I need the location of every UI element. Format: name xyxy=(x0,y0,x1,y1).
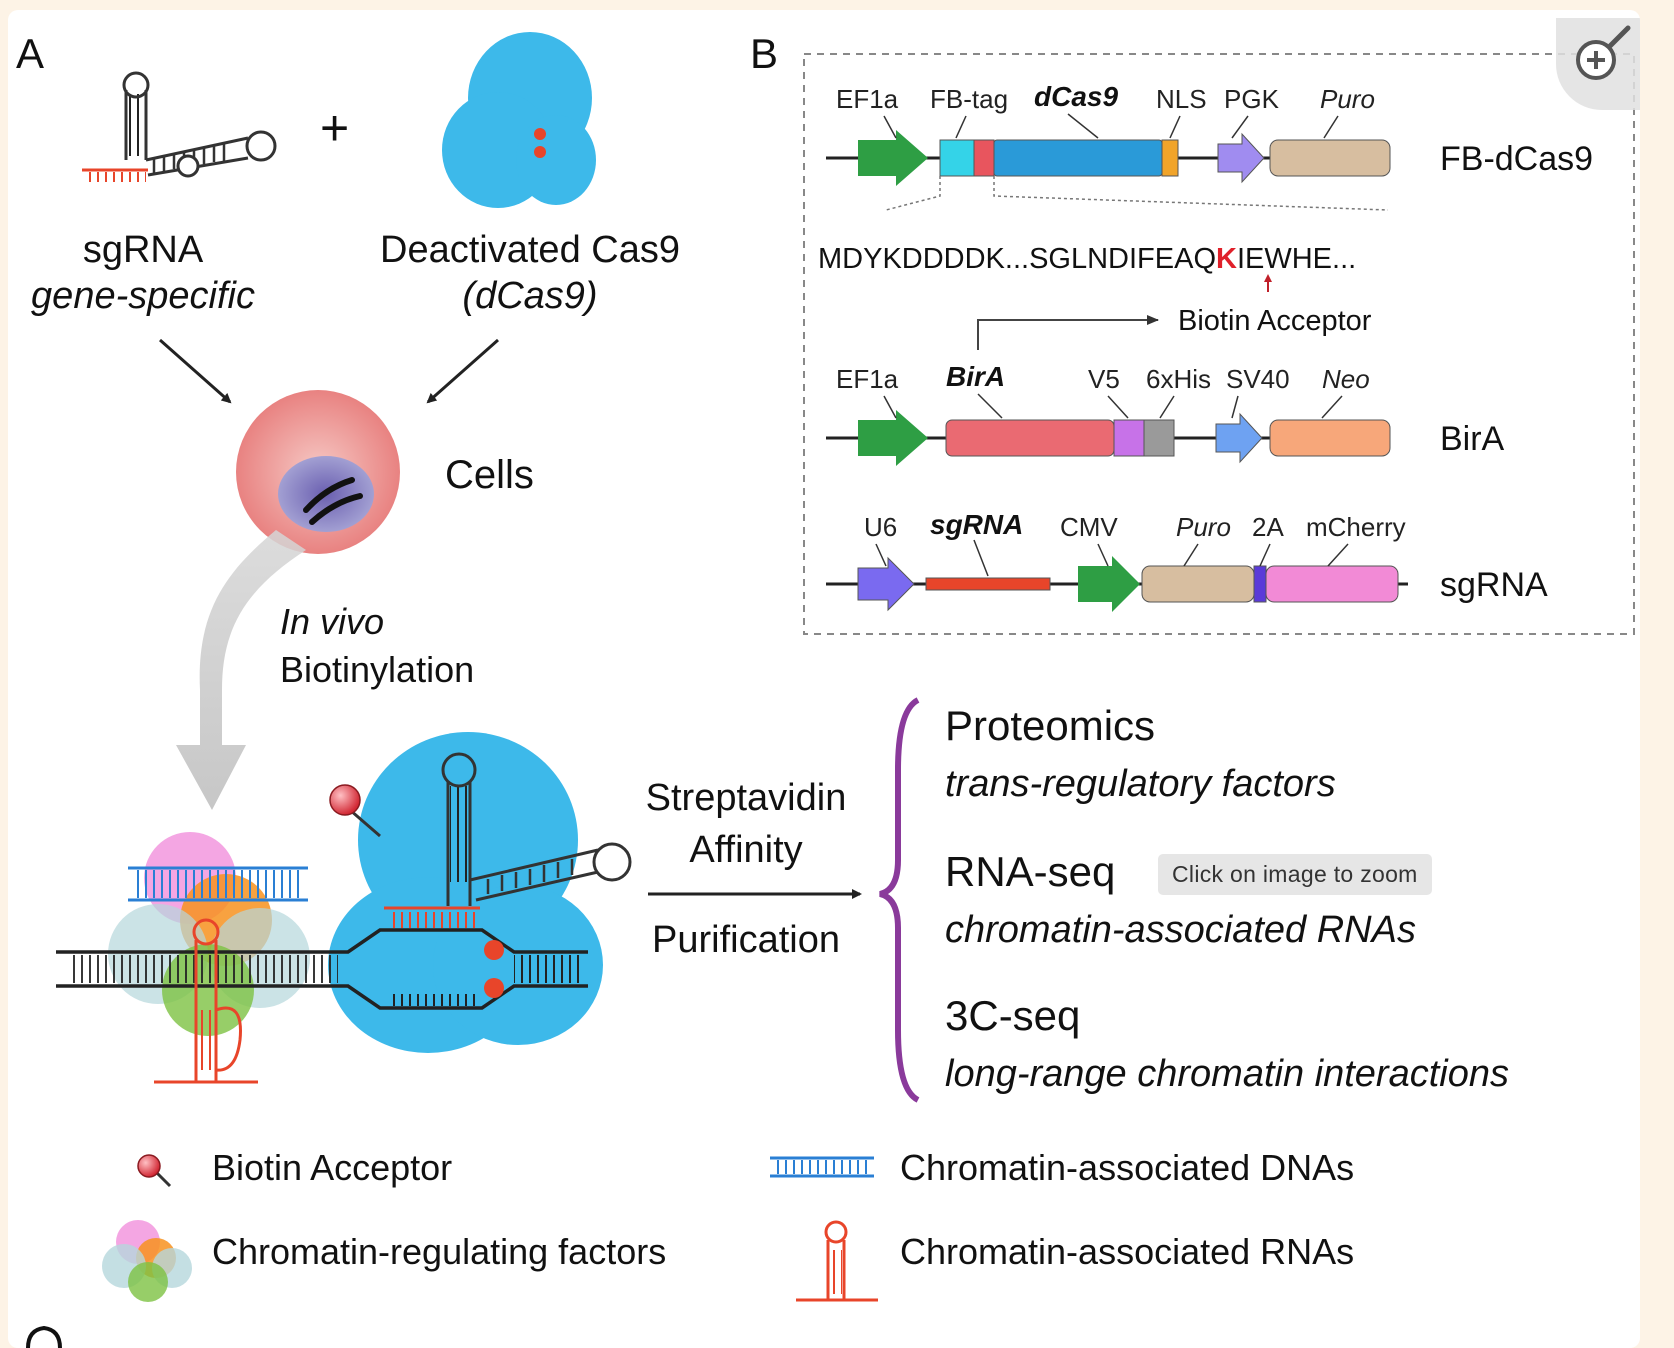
zoom-in-icon xyxy=(1576,25,1631,80)
peptide-sequence: MDYKDDDDK...SGLNDIFEAQKIEWHE... xyxy=(818,243,1356,275)
c2-neo: Neo xyxy=(1322,364,1370,394)
c2-sv40: SV40 xyxy=(1226,364,1290,394)
c3-u6: U6 xyxy=(864,512,897,542)
zoom-line-left xyxy=(885,176,941,211)
legend-chromatin-factors: Chromatin-regulating factors xyxy=(212,1231,666,1272)
figure-card[interactable]: A + sgRNA gene-specific Deactivated Cas9… xyxy=(8,10,1640,1348)
streptavidin-line3: Purification xyxy=(652,919,840,961)
c1-ef1a: EF1a xyxy=(836,84,899,114)
biotinylation-line1: In vivo xyxy=(280,601,384,642)
arrow-dcas9-to-cell xyxy=(426,338,499,404)
c1-puro: Puro xyxy=(1320,84,1375,114)
zoom-line-right xyxy=(993,176,1389,211)
c1-dcas9: dCas9 xyxy=(1034,81,1118,112)
sgrna-title: sgRNA xyxy=(83,229,204,271)
cells-label: Cells xyxy=(445,453,534,497)
construct-bira xyxy=(826,393,1391,466)
c2-ef1a: EF1a xyxy=(836,364,899,394)
panel-a-label: A xyxy=(16,30,44,77)
zoom-button[interactable] xyxy=(1556,18,1640,110)
birA-to-acceptor-arrow xyxy=(977,315,1159,350)
construct-fb-dcas9 xyxy=(826,113,1391,186)
arrow-sgrna-to-cell xyxy=(159,338,232,404)
output-proteomics-title: Proteomics xyxy=(945,702,1155,749)
c2-v5: V5 xyxy=(1088,364,1120,394)
chromatin-factors-legend-icon xyxy=(102,1220,192,1302)
dcas9-blob xyxy=(442,32,596,208)
chromatin-complex xyxy=(56,732,632,1084)
legend: Biotin Acceptor Chromatin-regulating fac… xyxy=(102,1147,1354,1302)
output-proteomics-subtitle: trans-regulatory factors xyxy=(945,763,1336,805)
chromatin-rna-legend-icon xyxy=(796,1220,878,1302)
c1-pgk: PGK xyxy=(1224,84,1280,114)
output-3cseq-subtitle: long-range chromatin interactions xyxy=(945,1053,1509,1095)
streptavidin-line2: Affinity xyxy=(689,829,802,871)
b-biotin-acceptor: Biotin Acceptor xyxy=(1178,305,1372,337)
legend-biotin-acceptor: Biotin Acceptor xyxy=(212,1147,452,1188)
panel-b-label: B xyxy=(750,30,778,77)
output-rnaseq-subtitle: chromatin-associated RNAs xyxy=(945,909,1416,951)
c1-nls: NLS xyxy=(1156,84,1207,114)
dcas9-subtitle: (dCas9) xyxy=(462,275,597,317)
biotinylation-arrow xyxy=(176,530,306,810)
legend-chromatin-dnas: Chromatin-associated DNAs xyxy=(900,1147,1354,1188)
streptavidin-line1: Streptavidin xyxy=(646,777,847,819)
zoom-tooltip: Click on image to zoom xyxy=(1158,854,1432,895)
c2-name: BirA xyxy=(1440,420,1505,458)
cell-icon xyxy=(236,390,400,554)
panel-b-frame xyxy=(803,53,1635,635)
c2-6xhis: 6xHis xyxy=(1146,364,1211,394)
c2-bira: BirA xyxy=(946,361,1005,392)
figure-svg: A + sgRNA gene-specific Deactivated Cas9… xyxy=(16,30,1635,1348)
c3-name: sgRNA xyxy=(1440,566,1548,604)
c3-sgrna: sgRNA xyxy=(930,509,1023,540)
c1-fbtag: FB-tag xyxy=(930,84,1008,114)
output-bracket xyxy=(879,697,920,1103)
c3-2a: 2A xyxy=(1252,512,1284,542)
c3-mcherry: mCherry xyxy=(1306,512,1406,542)
construct-sgrna xyxy=(826,539,1408,612)
c3-cmv: CMV xyxy=(1060,512,1118,542)
c3-puro: Puro xyxy=(1176,512,1231,542)
c1-name: FB-dCas9 xyxy=(1440,140,1593,178)
next-panel-label-fragment xyxy=(26,1325,62,1348)
dcas9-title: Deactivated Cas9 xyxy=(380,229,680,271)
sgrna-subtitle: gene-specific xyxy=(31,275,255,317)
output-rnaseq-title: RNA-seq xyxy=(945,848,1115,895)
chromatin-dna-legend-icon xyxy=(770,1156,874,1178)
biotin-acceptor-legend-icon xyxy=(137,1154,161,1178)
plus-sign: + xyxy=(320,100,349,156)
output-3cseq-title: 3C-seq xyxy=(945,992,1080,1039)
sgrna-glyph xyxy=(82,71,277,182)
legend-chromatin-rnas: Chromatin-associated RNAs xyxy=(900,1231,1354,1272)
biotinylation-line2: Biotinylation xyxy=(280,649,474,690)
